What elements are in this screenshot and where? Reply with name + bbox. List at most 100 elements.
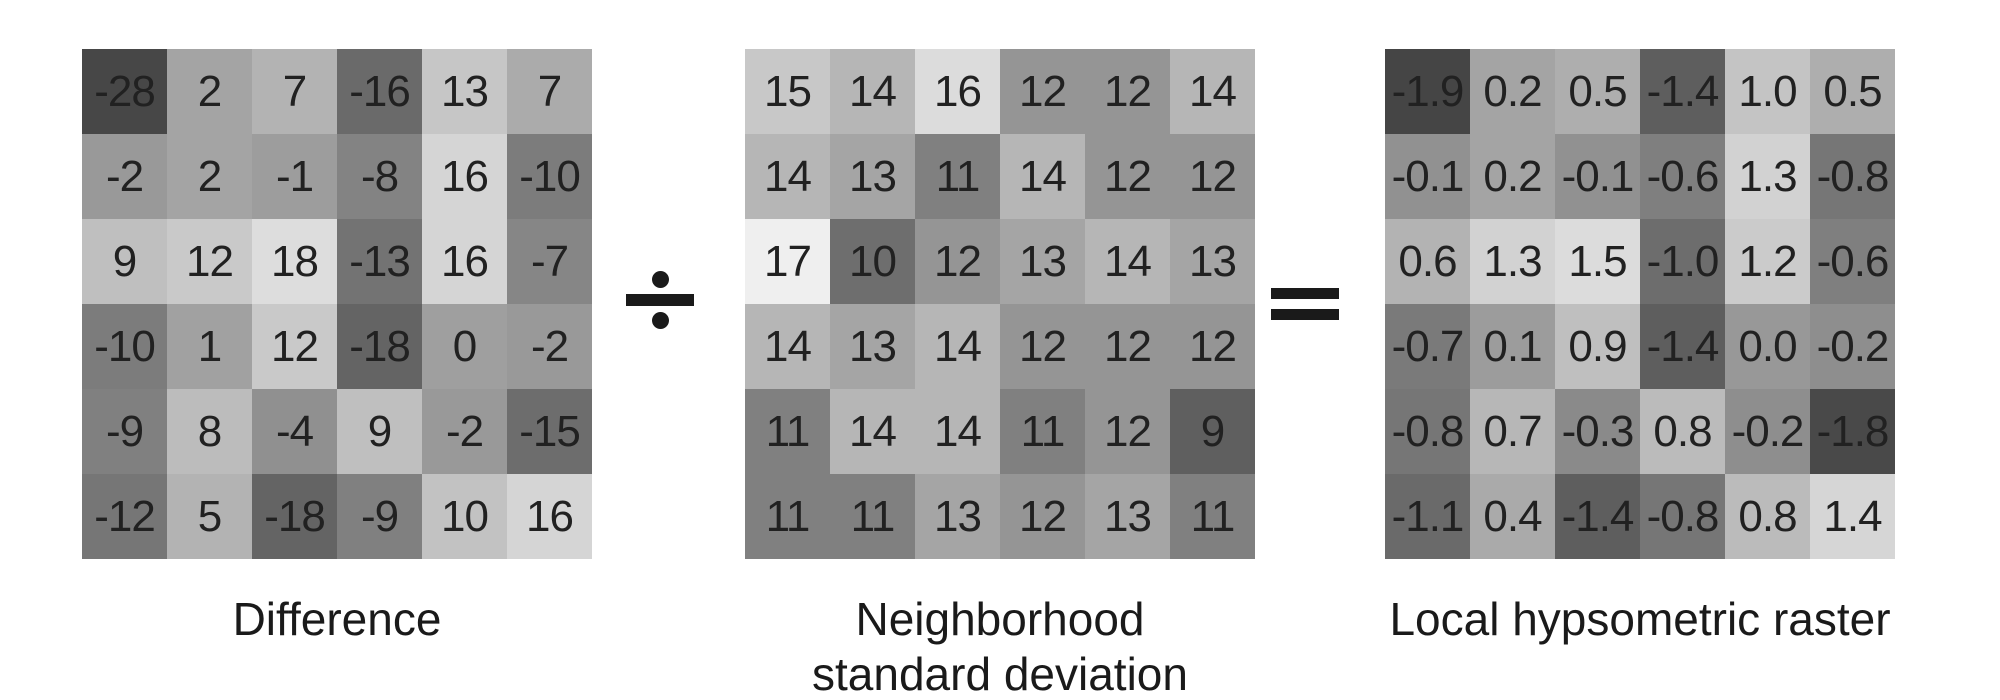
raster-cell: 13	[1085, 474, 1170, 559]
raster-cell: 0.6	[1385, 219, 1470, 304]
raster-cell: -1.4	[1555, 474, 1640, 559]
raster-cell: 14	[1000, 134, 1085, 219]
raster-cell: 0.9	[1555, 304, 1640, 389]
raster-cell: 14	[915, 389, 1000, 474]
raster-cell: 11	[1000, 389, 1085, 474]
raster-cell: 14	[1170, 49, 1255, 134]
raster-cell: 0.7	[1470, 389, 1555, 474]
raster-cell: 12	[1170, 134, 1255, 219]
raster-cell: -0.7	[1385, 304, 1470, 389]
raster-cell: -10	[507, 134, 592, 219]
raster-cell: 16	[422, 134, 507, 219]
raster-cell: 0.0	[1725, 304, 1810, 389]
raster-cell: -2	[422, 389, 507, 474]
raster-cell: 16	[422, 219, 507, 304]
raster-cell: 12	[915, 219, 1000, 304]
raster-cell: -0.2	[1810, 304, 1895, 389]
equals-bar-top	[1271, 288, 1339, 299]
label-line: Neighborhood	[855, 593, 1145, 645]
raster-cell: 15	[745, 49, 830, 134]
equals-operator-icon	[1271, 288, 1339, 320]
raster-cell: 17	[745, 219, 830, 304]
raster-cell: -0.6	[1640, 134, 1725, 219]
raster-cell: 1.4	[1810, 474, 1895, 559]
raster-cell: 1.3	[1470, 219, 1555, 304]
raster-cell: 11	[915, 134, 1000, 219]
divide-bar	[626, 294, 694, 306]
raster-cell: 12	[252, 304, 337, 389]
raster-cell: 13	[1000, 219, 1085, 304]
raster-cell: -9	[337, 474, 422, 559]
raster-cell: 0.4	[1470, 474, 1555, 559]
raster-cell: 9	[82, 219, 167, 304]
raster-cell: 9	[1170, 389, 1255, 474]
raster-cell: 12	[1085, 304, 1170, 389]
raster-label-neighborhood-sd: Neighborhood standard deviation	[700, 592, 1300, 700]
raster-cell: -2	[507, 304, 592, 389]
raster-cell: 5	[167, 474, 252, 559]
label-line: standard deviation	[812, 648, 1188, 700]
raster-cell: 8	[167, 389, 252, 474]
raster-cell: -13	[337, 219, 422, 304]
raster-cell: 13	[830, 134, 915, 219]
raster-cell: 7	[507, 49, 592, 134]
raster-cell: 14	[830, 49, 915, 134]
raster-cell: -18	[337, 304, 422, 389]
raster-cell: -8	[337, 134, 422, 219]
raster-cell: -1.9	[1385, 49, 1470, 134]
raster-cell: -16	[337, 49, 422, 134]
raster-cell: -1.4	[1640, 49, 1725, 134]
raster-cell: 14	[745, 134, 830, 219]
raster-cell: 2	[167, 49, 252, 134]
raster-cell: 12	[1170, 304, 1255, 389]
raster-cell: -10	[82, 304, 167, 389]
raster-cell: -1.4	[1640, 304, 1725, 389]
raster-cell: -0.6	[1810, 219, 1895, 304]
raster-cell: 13	[422, 49, 507, 134]
equals-bar-bottom	[1271, 309, 1339, 320]
raster-cell: 0.8	[1640, 389, 1725, 474]
raster-cell: -18	[252, 474, 337, 559]
raster-cell: -0.1	[1385, 134, 1470, 219]
raster-cell: 0.1	[1470, 304, 1555, 389]
divide-operator-icon	[626, 271, 694, 329]
raster-cell: 13	[915, 474, 1000, 559]
raster-cell: 12	[1085, 49, 1170, 134]
label-line: Local hypsometric raster	[1389, 593, 1891, 645]
raster-cell: 10	[422, 474, 507, 559]
raster-cell: 11	[1170, 474, 1255, 559]
raster-cell: 0.2	[1470, 49, 1555, 134]
raster-cell: 0.2	[1470, 134, 1555, 219]
raster-cell: -0.3	[1555, 389, 1640, 474]
raster-cell: 14	[745, 304, 830, 389]
raster-cell: -15	[507, 389, 592, 474]
raster-cell: 1	[167, 304, 252, 389]
raster-cell: 2	[167, 134, 252, 219]
raster-cell: 0.5	[1555, 49, 1640, 134]
raster-cell: -28	[82, 49, 167, 134]
raster-cell: 0.8	[1725, 474, 1810, 559]
raster-cell: 13	[1170, 219, 1255, 304]
raster-cell: -4	[252, 389, 337, 474]
raster-cell: 14	[830, 389, 915, 474]
raster-cell: 11	[745, 474, 830, 559]
raster-cell: 9	[337, 389, 422, 474]
raster-cell: 12	[1000, 49, 1085, 134]
raster-cell: 12	[167, 219, 252, 304]
raster-cell: -0.1	[1555, 134, 1640, 219]
divide-dot-bottom	[651, 312, 669, 329]
raster-cell: 12	[1000, 304, 1085, 389]
raster-cell: 18	[252, 219, 337, 304]
raster-cell: 1.2	[1725, 219, 1810, 304]
raster-cell: -1.1	[1385, 474, 1470, 559]
raster-cell: 1.3	[1725, 134, 1810, 219]
raster-cell: 13	[830, 304, 915, 389]
raster-cell: -1.8	[1810, 389, 1895, 474]
raster-cell: 1.5	[1555, 219, 1640, 304]
raster-cell: -7	[507, 219, 592, 304]
raster-cell: -0.2	[1725, 389, 1810, 474]
